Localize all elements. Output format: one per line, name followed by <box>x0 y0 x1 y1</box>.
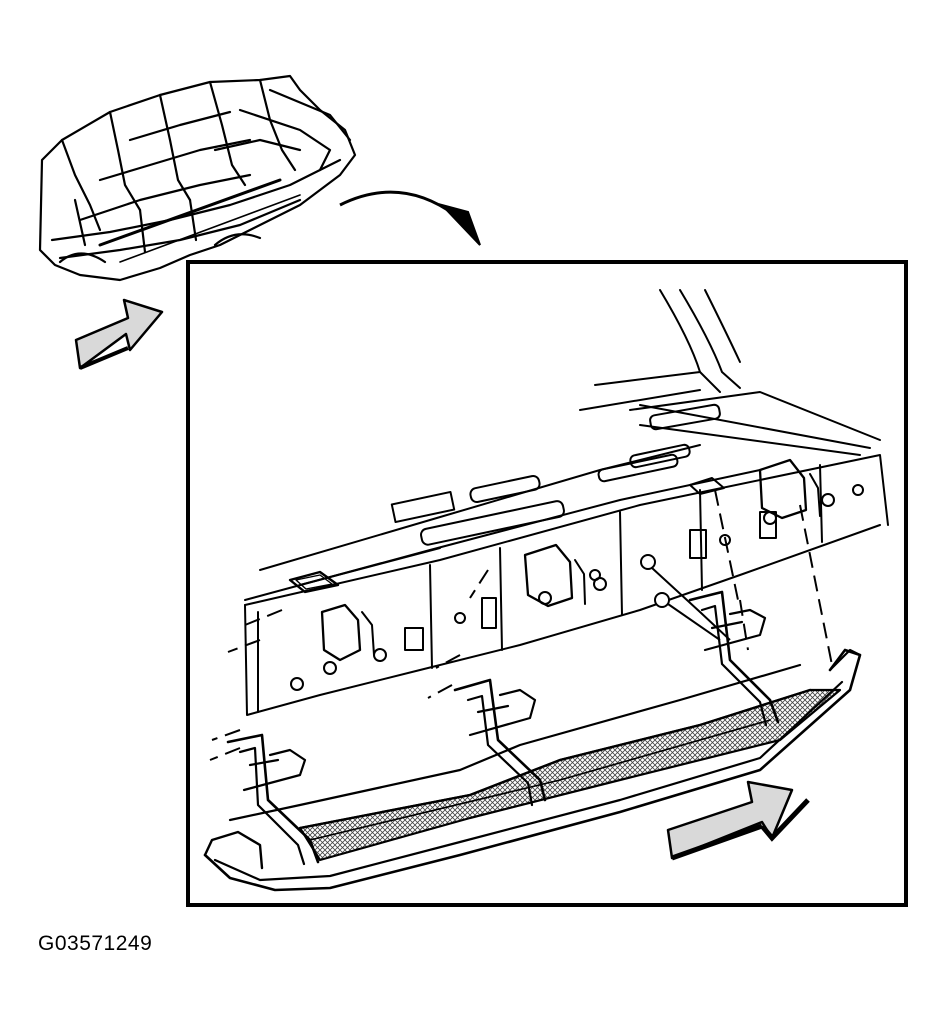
front-direction-arrow-icon <box>666 780 810 861</box>
front-direction-arrow-icon <box>74 298 164 370</box>
rocker-panel <box>244 289 889 716</box>
attachment-bolts <box>640 554 731 641</box>
callout-arrow <box>339 190 481 246</box>
figure-id-label: G03571249 <box>38 932 153 955</box>
vehicle-body-thumbnail <box>38 74 357 282</box>
assist-step <box>203 590 862 892</box>
alignment-lines <box>209 489 833 761</box>
